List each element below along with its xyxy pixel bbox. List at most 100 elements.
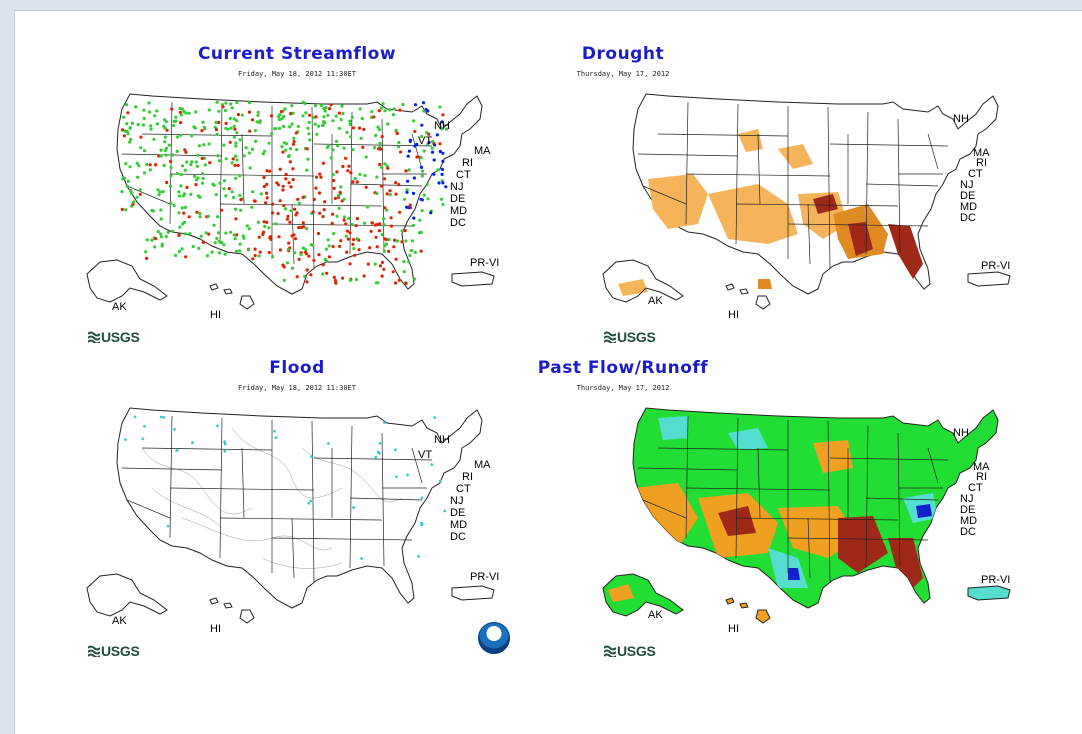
streamflow-gauge-dot bbox=[147, 110, 151, 114]
streamflow-gauge-dot bbox=[232, 233, 236, 237]
flood-gauge-dot bbox=[374, 455, 378, 459]
streamflow-gauge-dot bbox=[288, 125, 292, 129]
streamflow-gauge-dot bbox=[305, 268, 309, 272]
streamflow-gauge-dot bbox=[331, 244, 335, 249]
streamflow-gauge-dot bbox=[339, 239, 343, 243]
streamflow-gauge-dot bbox=[264, 201, 268, 205]
streamflow-gauge-dot bbox=[195, 164, 199, 168]
streamflow-gauge-dot bbox=[375, 175, 379, 179]
streamflow-gauge-dot bbox=[295, 275, 299, 279]
streamflow-gauge-dot bbox=[233, 163, 237, 167]
streamflow-gauge-dot bbox=[164, 146, 169, 150]
streamflow-gauge-dot bbox=[182, 192, 186, 196]
streamflow-gauge-dot bbox=[201, 120, 205, 124]
streamflow-gauge-dot bbox=[331, 212, 335, 216]
streamflow-gauge-dot bbox=[342, 218, 346, 222]
streamflow-gauge-dot bbox=[326, 238, 330, 242]
streamflow-gauge-dot bbox=[285, 217, 289, 221]
streamflow-gauge-dot bbox=[282, 114, 286, 119]
streamflow-gauge-dot bbox=[180, 164, 185, 168]
streamflow-gauge-dot bbox=[333, 196, 337, 200]
streamflow-gauge-dot bbox=[387, 249, 391, 253]
streamflow-gauge-dot bbox=[323, 121, 327, 125]
streamflow-gauge-dot bbox=[338, 190, 342, 194]
streamflow-gauge-dot bbox=[430, 150, 435, 154]
streamflow-gauge-dot bbox=[441, 202, 445, 206]
streamflow-gauge-dot bbox=[180, 107, 184, 111]
streamflow-gauge-dot bbox=[380, 260, 384, 264]
streamflow-gauge-dot bbox=[362, 127, 366, 131]
streamflow-gauge-dot bbox=[195, 210, 199, 214]
streamflow-gauge-dot bbox=[394, 128, 398, 132]
streamflow-gauge-dot bbox=[426, 197, 430, 201]
streamflow-gauge-dot bbox=[347, 164, 351, 168]
streamflow-gauge-dot bbox=[421, 169, 425, 173]
streamflow-gauge-dot bbox=[318, 172, 322, 176]
streamflow-gauge-dot bbox=[150, 238, 154, 242]
streamflow-gauge-dot bbox=[398, 210, 402, 214]
streamflow-gauge-dot bbox=[301, 114, 305, 118]
streamflow-gauge-dot bbox=[214, 120, 218, 125]
streamflow-gauge-dot bbox=[228, 140, 232, 144]
streamflow-gauge-dot bbox=[126, 111, 130, 115]
streamflow-gauge-dot bbox=[352, 238, 356, 242]
streamflow-gauge-dot bbox=[201, 240, 206, 244]
streamflow-gauge-dot bbox=[377, 229, 381, 233]
streamflow-gauge-dot bbox=[406, 179, 410, 183]
streamflow-gauge-dot bbox=[331, 173, 335, 177]
streamflow-gauge-dot bbox=[337, 111, 341, 115]
streamflow-gauge-dot bbox=[398, 108, 402, 112]
streamflow-gauge-dot bbox=[290, 122, 294, 126]
streamflow-gauge-dot bbox=[433, 143, 437, 147]
streamflow-gauge-dot bbox=[128, 140, 132, 144]
streamflow-gauge-dot bbox=[177, 233, 181, 238]
streamflow-gauge-dot bbox=[278, 118, 282, 122]
label-hi: HI bbox=[210, 623, 221, 635]
streamflow-gauge-dot bbox=[120, 190, 124, 194]
streamflow-gauge-dot bbox=[232, 117, 236, 121]
streamflow-gauge-dot bbox=[402, 270, 406, 274]
streamflow-gauge-dot bbox=[438, 142, 442, 146]
streamflow-title: Current Streamflow bbox=[197, 44, 397, 64]
streamflow-gauge-dot bbox=[335, 144, 340, 148]
label-dc: DC bbox=[960, 526, 976, 538]
streamflow-gauge-dot bbox=[214, 128, 219, 132]
streamflow-gauge-dot bbox=[224, 157, 228, 161]
streamflow-gauge-dot bbox=[391, 270, 395, 274]
streamflow-gauge-dot bbox=[383, 162, 387, 166]
streamflow-gauge-dot bbox=[142, 108, 146, 112]
streamflow-gauge-dot bbox=[153, 245, 157, 249]
flood-gauge-dot bbox=[307, 501, 311, 505]
streamflow-gauge-dot bbox=[348, 119, 352, 123]
streamflow-gauge-dot bbox=[420, 198, 424, 202]
streamflow-gauge-dot bbox=[366, 262, 370, 266]
streamflow-gauge-dot bbox=[163, 135, 167, 139]
streamflow-gauge-dot bbox=[301, 100, 305, 104]
streamflow-gauge-dot bbox=[125, 122, 129, 126]
streamflow-gauge-dot bbox=[288, 220, 292, 224]
streamflow-gauge-dot bbox=[307, 132, 311, 136]
streamflow-gauge-dot bbox=[321, 161, 325, 165]
streamflow-gauge-dot bbox=[308, 113, 312, 117]
streamflow-gauge-dot bbox=[199, 234, 203, 238]
streamflow-gauge-dot bbox=[159, 208, 163, 212]
streamflow-gauge-dot bbox=[190, 160, 194, 164]
usgs-logo-icon: USGS bbox=[88, 329, 140, 345]
streamflow-gauge-dot bbox=[370, 221, 374, 225]
streamflow-gauge-dot bbox=[314, 186, 318, 190]
streamflow-gauge-dot bbox=[215, 132, 219, 136]
streamflow-gauge-dot bbox=[227, 187, 231, 191]
streamflow-gauge-dot bbox=[134, 105, 138, 109]
streamflow-gauge-dot bbox=[354, 224, 358, 228]
streamflow-gauge-dot bbox=[178, 225, 182, 229]
streamflow-gauge-dot bbox=[408, 139, 412, 143]
flood-gauge-dot bbox=[360, 557, 363, 560]
streamflow-gauge-dot bbox=[431, 140, 435, 144]
streamflow-gauge-dot bbox=[425, 182, 429, 187]
streamflow-gauge-dot bbox=[253, 247, 257, 251]
streamflow-gauge-dot bbox=[370, 110, 374, 114]
streamflow-gauge-dot bbox=[282, 278, 286, 282]
streamflow-gauge-dot bbox=[149, 124, 153, 128]
streamflow-gauge-dot bbox=[274, 222, 278, 226]
streamflow-gauge-dot bbox=[322, 208, 326, 212]
